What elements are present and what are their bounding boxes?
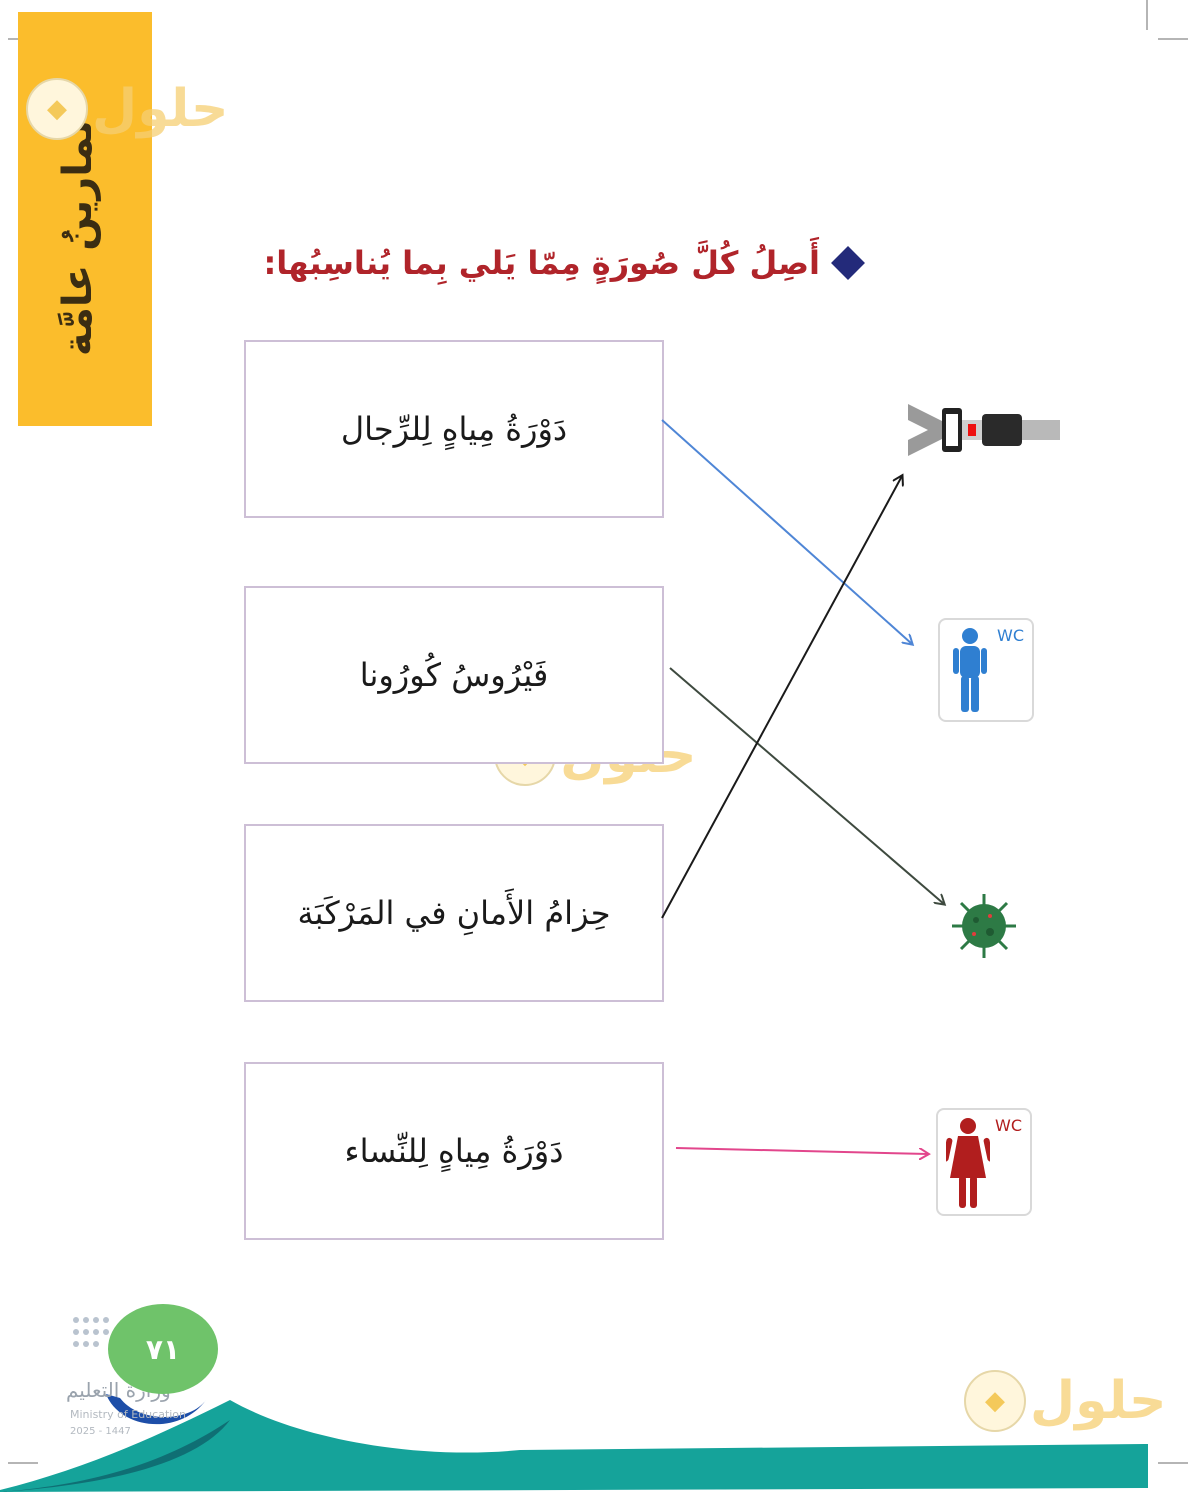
watermark-logo-icon: ◆ [964,1370,1026,1432]
word-label: دَوْرَةُ مِياهٍ لِلنِّساء [344,1132,564,1170]
page-number: ٧١ [145,1332,181,1366]
women-wc-card[interactable]: WC [936,1108,1032,1216]
line-corona [669,667,944,904]
crop-mark [8,1462,38,1464]
word-label: دَوْرَةُ مِياهٍ لِلرِّجال [340,410,568,448]
footer-wave [0,1400,1148,1492]
watermark-bottom: ◆ حلول [964,1370,1166,1432]
exercise-instruction: أَصِلُ كُلَّ صُورَةٍ مِمّا يَلي بِما يُن… [263,244,865,282]
instruction-text: أَصِلُ كُلَّ صُورَةٍ مِمّا يَلي بِما يُن… [263,244,820,282]
watermark-logo-icon: ◆ [26,78,88,140]
crop-mark [1146,0,1148,30]
page-number-badge: ٧١ [108,1304,218,1394]
word-box-seatbelt[interactable]: حِزامُ الأَمانِ في المَرْكَبَة [244,824,664,1002]
word-box-women-wc[interactable]: دَوْرَةُ مِياهٍ لِلنِّساء [244,1062,664,1240]
ministry-year: 2025 - 1447 [70,1426,131,1437]
men-wc-card[interactable]: WC [938,618,1034,722]
section-tab: تَمارينُ عامَّة [18,12,152,426]
seatbelt-icon[interactable] [906,400,1062,460]
line-seatbelt [661,476,902,919]
virus-icon[interactable] [950,892,1018,960]
men-wc-icon [953,628,987,712]
wc-label: WC [995,1116,1022,1135]
wc-label: WC [997,626,1024,645]
ministry-dots-icon [73,1317,119,1347]
ministry-name-en: Ministry of Education [70,1408,187,1421]
word-label: حِزامُ الأَمانِ في المَرْكَبَة [297,894,611,932]
word-box-corona[interactable]: فَيْرُوسُ كُورُونا [244,586,664,764]
watermark-text: حلول [92,79,229,139]
crop-mark [1158,38,1188,40]
watermark-text: حلول [1030,1371,1167,1431]
women-wc-icon [946,1118,990,1208]
word-box-men-wc[interactable]: دَوْرَةُ مِياهٍ لِلرِّجال [244,340,664,518]
ministry-logo: وزارة التعليم Ministry of Education 2025… [66,1314,216,1444]
ministry-swoosh-icon [106,1394,206,1425]
line-women-wc [675,1147,928,1154]
line-men-wc [661,419,912,644]
word-label: فَيْرُوسُ كُورُونا [359,656,549,694]
watermark-top: ◆ حلول [26,78,228,140]
crop-mark [1158,1462,1188,1464]
